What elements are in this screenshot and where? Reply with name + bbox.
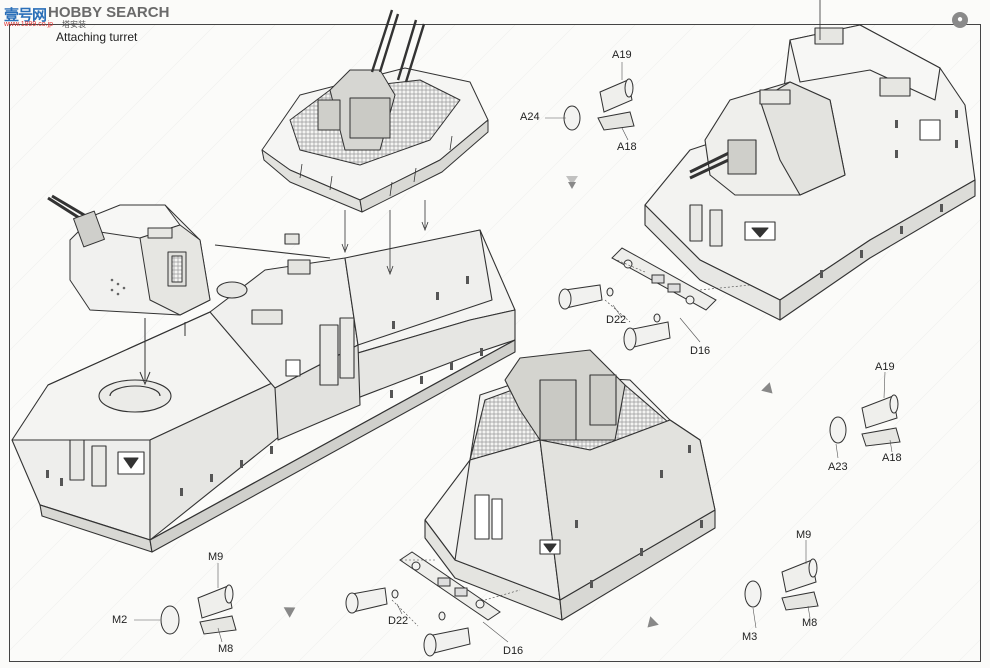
part-label: A23 xyxy=(828,461,848,473)
step-title: Attaching turret xyxy=(56,30,138,44)
attach-arrows-top xyxy=(341,200,429,276)
part-label: A19 xyxy=(612,49,632,61)
watermark-en: HOBBY SEARCH xyxy=(48,4,170,21)
part-label: M8 xyxy=(218,643,234,655)
part-label: D22 xyxy=(606,314,627,326)
part-label: M9 xyxy=(796,529,812,541)
part-label: M3 xyxy=(742,631,758,643)
rail-car-left xyxy=(11,229,516,553)
part-label: A19 xyxy=(875,361,895,373)
aa-turret-top xyxy=(261,9,489,213)
rail-car-center xyxy=(424,349,716,621)
watermark-cn: 壹号网 xyxy=(4,6,47,24)
buffer-icon xyxy=(345,247,717,657)
part-label: D16 xyxy=(503,645,524,657)
part-label: M9 xyxy=(208,551,224,563)
axle-box-icon xyxy=(160,78,901,635)
arrow-icon xyxy=(283,176,773,628)
part-label: D22 xyxy=(388,615,409,627)
part-label: A18 xyxy=(617,141,637,153)
step-number-badge: ● xyxy=(952,12,968,28)
watermark-url: www.1999.co.jp xyxy=(4,21,54,28)
turret-icon xyxy=(47,194,211,316)
part-label: A24 xyxy=(520,111,540,123)
watermark: 壹号网 HOBBY SEARCH xyxy=(4,4,169,25)
rail-car-top-right xyxy=(644,0,976,321)
part-label: A18 xyxy=(882,452,902,464)
part-label: M8 xyxy=(802,617,818,629)
part-label: M2 xyxy=(112,614,128,626)
part-label: D16 xyxy=(690,345,711,357)
watermark-small: 塔安装 xyxy=(62,20,86,29)
